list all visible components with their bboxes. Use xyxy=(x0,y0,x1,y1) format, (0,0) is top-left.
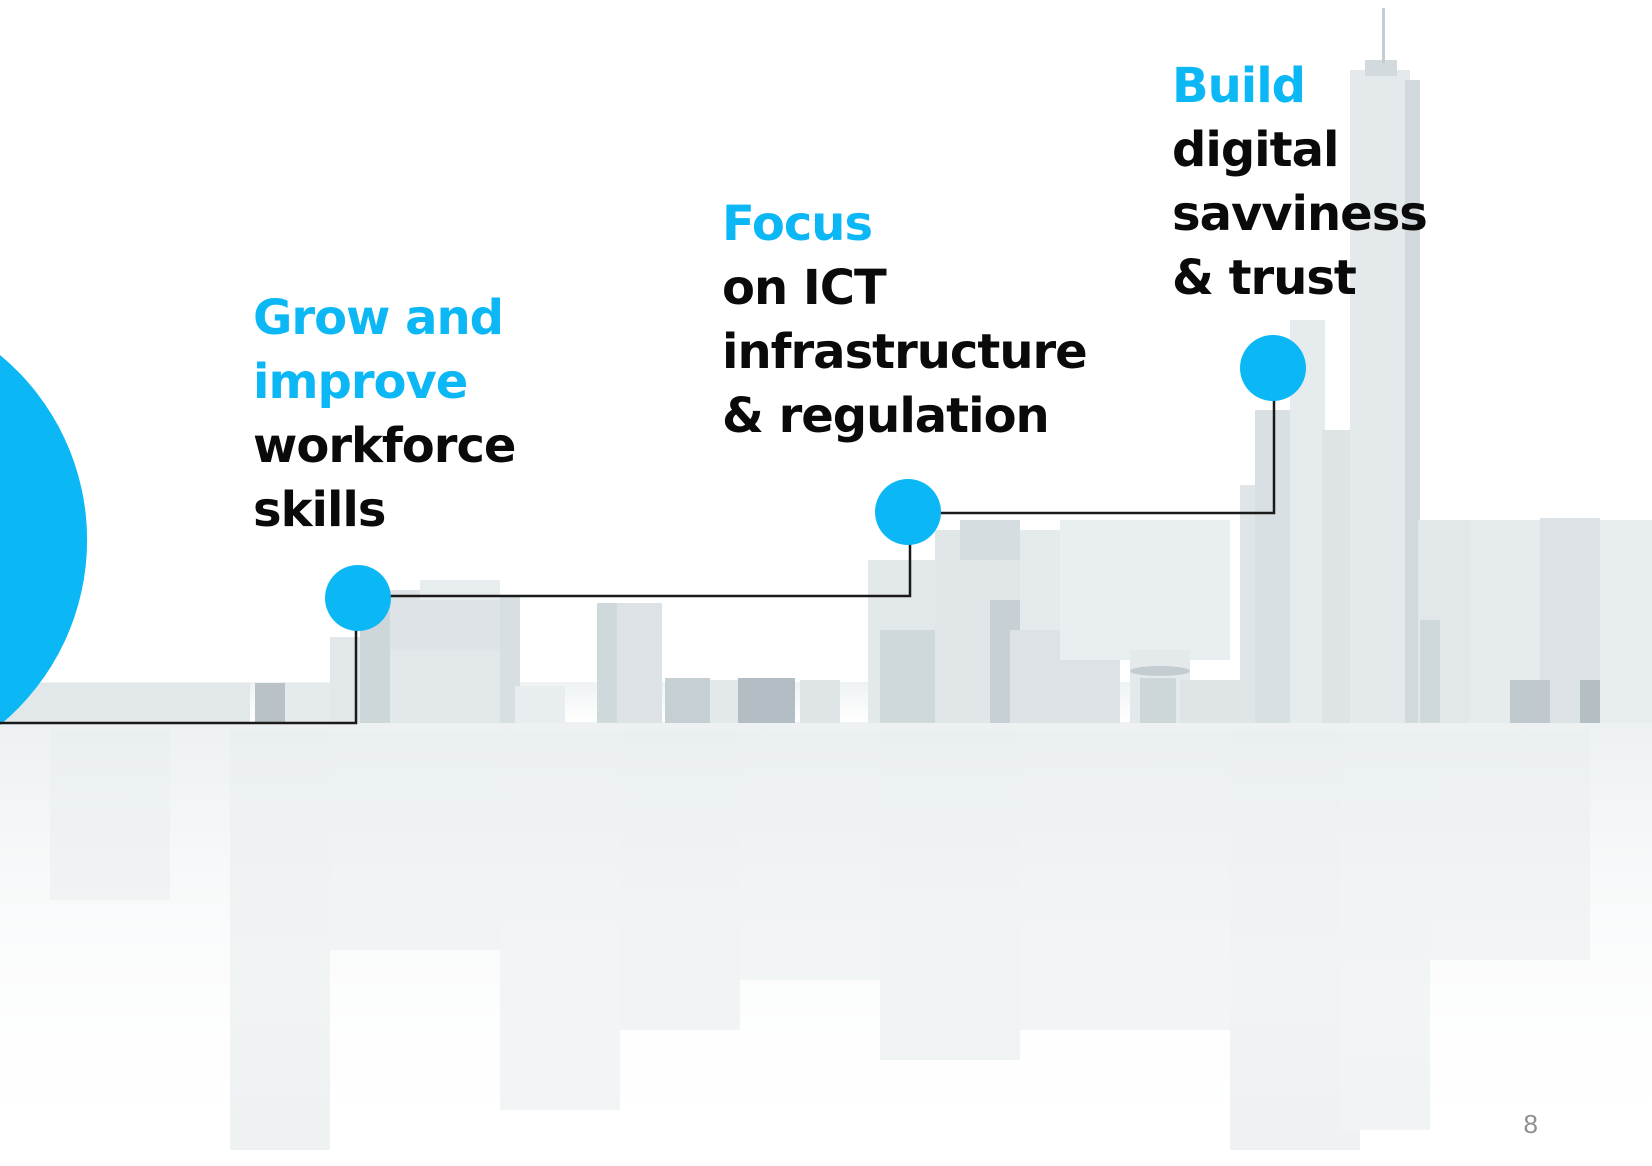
step-1-text-line-1: workforce xyxy=(253,418,516,474)
step-1-highlight-line-1: Grow and xyxy=(253,290,504,346)
step-build-digital-savviness: Build digital savviness & trust xyxy=(1172,54,1428,310)
step-grow-improve-workforce-skills: Grow and improve workforce skills xyxy=(253,286,516,542)
step-focus-ict-infrastructure: Focus on ICT infrastructure & regulation xyxy=(722,192,1088,448)
step-3-text-line-2: savviness xyxy=(1172,186,1428,242)
step-3-dot xyxy=(1240,335,1306,401)
skyline-buildings xyxy=(0,8,1652,723)
step-3-highlight-line-1: Build xyxy=(1172,58,1306,114)
step-2-text-line-2: infrastructure xyxy=(722,324,1088,380)
timeline-connector xyxy=(0,368,1276,725)
step-1-highlight-line-2: improve xyxy=(253,354,468,410)
decorative-blue-arc xyxy=(0,355,88,725)
step-3-text-line-3: & trust xyxy=(1172,250,1357,306)
step-2-highlight-line-1: Focus xyxy=(722,196,873,252)
step-2-text-line-1: on ICT xyxy=(722,260,887,316)
step-1-text-line-2: skills xyxy=(253,482,386,538)
page-number: 8 xyxy=(1523,1109,1538,1139)
step-3-text-line-1: digital xyxy=(1172,122,1339,178)
step-2-text-line-3: & regulation xyxy=(722,388,1050,444)
step-2-dot xyxy=(875,479,941,545)
step-1-dot xyxy=(325,565,391,631)
skyline-reflection xyxy=(0,720,1652,1166)
